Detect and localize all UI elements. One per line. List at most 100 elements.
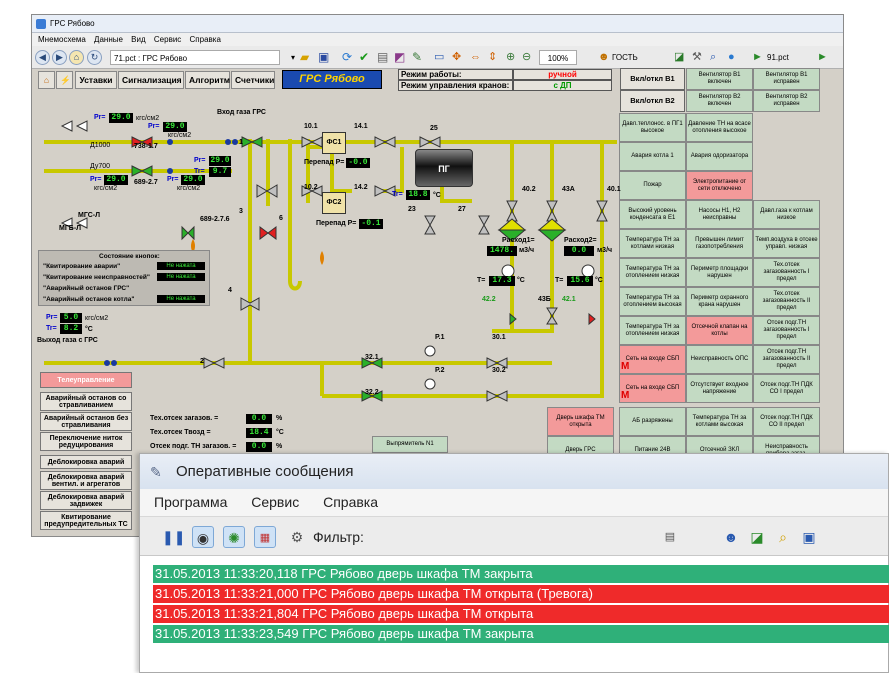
users-icon[interactable]: ☻ <box>723 529 739 545</box>
chart-icon[interactable]: ◩ <box>394 50 406 64</box>
unblock-gates-button[interactable]: Деблокировка аварий задвижек <box>40 491 132 510</box>
valve-27 <box>478 215 490 235</box>
menu-mnemoshema[interactable]: Мнемосхема <box>38 35 86 44</box>
log-icon[interactable]: ▤ <box>664 531 676 543</box>
alarm-cell: Авария одоризатора <box>686 142 753 171</box>
tr-out-label: Tr= <box>46 325 57 332</box>
user-label[interactable]: ГОСТЬ <box>612 53 638 62</box>
menu-service[interactable]: Сервис <box>153 35 182 44</box>
next-icon[interactable]: ► <box>817 51 828 63</box>
message-row[interactable]: 31.05.2013 11:33:21,000 ГРС Рябово дверь… <box>153 585 889 603</box>
graph-icon[interactable]: ◪ <box>674 51 685 63</box>
menu-help[interactable]: Справка <box>323 494 379 510</box>
users-icon[interactable]: ☻ <box>598 51 610 63</box>
chart-icon[interactable]: ◪ <box>750 529 764 545</box>
address-dropdown-icon[interactable]: ▾ <box>290 53 295 62</box>
regulator-p2 <box>424 378 436 390</box>
back-icon[interactable]: ◀ <box>35 50 50 65</box>
menu-data[interactable]: Данные <box>94 35 123 44</box>
alarm-cell: Температура ТН за отоплением низкая <box>619 258 686 287</box>
valve-6 <box>259 226 277 240</box>
pressure-display-2: 29.0 <box>163 122 187 132</box>
save-icon[interactable]: ▣ <box>318 50 330 64</box>
message-row[interactable]: 31.05.2013 11:33:20,118 ГРС Рябово дверь… <box>153 565 889 583</box>
check-icon[interactable]: ✔ <box>359 50 370 64</box>
forward-icon[interactable]: ▶ <box>52 50 67 65</box>
rectifier-cell: Выпрямитель N1 <box>372 436 448 453</box>
messages-title: Оперативные сообщения <box>176 463 354 480</box>
valve-30-1 <box>486 357 508 369</box>
valve-1-label: 1 <box>239 139 243 146</box>
tool-icon[interactable]: ✎ <box>412 50 423 64</box>
valve-30-2 <box>486 390 508 402</box>
message-row[interactable]: 31.05.2013 11:33:21,804 ГРС Рябово дверь… <box>153 605 889 623</box>
telecontrol-button[interactable]: Телеуправление <box>40 372 132 388</box>
print-icon[interactable]: ▤ <box>377 50 389 64</box>
pr-unit: кгс/см2 <box>85 315 109 322</box>
state-label: "Квитирование аварии" <box>43 263 121 270</box>
sync-icon[interactable]: ⟳ <box>342 50 353 64</box>
folder-icon[interactable]: ▰ <box>300 50 310 64</box>
rashod2-unit: м3/ч <box>597 247 613 254</box>
calendar-icon[interactable]: ▦ <box>254 526 276 548</box>
globe-icon[interactable]: ✺ <box>223 526 245 548</box>
home-nav-icon[interactable]: ⌂ <box>38 71 55 89</box>
info-icon[interactable]: ● <box>728 51 735 63</box>
lightning-icon[interactable]: ⚡ <box>56 71 73 89</box>
d1000-label: Д1000 <box>90 142 111 149</box>
settings-tools-icon[interactable]: ⚒ <box>692 51 702 63</box>
t2-display: 15.6 <box>567 276 593 286</box>
emergency-stop-vent-button[interactable]: Аварийный останов со стравливанием <box>40 392 132 411</box>
emergency-stop-novent-button[interactable]: Аварийный останов без стравливания <box>40 412 132 431</box>
valve-738-label: 738-1.7 <box>134 143 158 150</box>
ustavki-button[interactable]: Уставки <box>75 71 117 89</box>
menu-service[interactable]: Сервис <box>251 494 300 510</box>
zoom-select[interactable]: 100% <box>539 50 577 65</box>
te-label: Тех.отсек Твозд = <box>150 429 211 436</box>
rashod2-label: Расход2= <box>564 237 597 244</box>
alarm-cell-active: Отсечной клапан на котлы <box>686 316 753 345</box>
return-pipe <box>322 142 604 398</box>
file-label[interactable]: 91.pct <box>767 53 789 62</box>
pan-icon[interactable]: ⇔ <box>470 51 481 63</box>
menu-help[interactable]: Справка <box>189 35 221 44</box>
sound-icon[interactable]: ◉ <box>192 526 214 548</box>
heat-exchangers <box>497 218 567 242</box>
home-icon[interactable]: ⌂ <box>69 50 84 65</box>
valve-27-label: 27 <box>458 206 466 213</box>
search-icon[interactable]: ⌕ <box>779 529 787 545</box>
zoom-out-icon[interactable]: ⊖ <box>522 51 532 63</box>
alarm-cell: Высокий уровень конденсата в Е1 <box>619 200 686 229</box>
unblock-vent-button[interactable]: Деблокировка аварий вентил. и агрегатов <box>40 471 132 490</box>
search-icon[interactable]: ⌕ <box>710 51 717 63</box>
valve-32-2-label: 32.2 <box>365 389 379 396</box>
run-icon[interactable]: ► <box>752 51 763 63</box>
messages-window: ✎ Оперативные сообщения Программа Сервис… <box>139 453 889 673</box>
window-icon[interactable]: ▣ <box>802 529 816 545</box>
menu-view[interactable]: Вид <box>131 35 146 44</box>
move-icon[interactable]: ✥ <box>452 51 462 63</box>
algorithm-button[interactable]: Алгоритм <box>185 71 230 89</box>
frame-icon[interactable]: ▭ <box>434 51 445 63</box>
vkl-b1-button[interactable]: Вкл/откл В1 <box>620 68 685 90</box>
zoom-in-icon[interactable]: ⊕ <box>506 51 516 63</box>
temp-display-inlet: 9.7 <box>209 167 231 177</box>
message-row[interactable]: 31.05.2013 11:33:23,549 ГРС Рябово дверь… <box>153 625 889 643</box>
settings-icon[interactable]: ⚙ <box>290 529 304 545</box>
switch-lines-button[interactable]: Переключение ниток редуцирования <box>40 432 132 451</box>
pause-icon[interactable]: ❚❚ <box>162 529 186 545</box>
vkl-b2-button[interactable]: Вкл/откл В2 <box>620 90 685 112</box>
counters-button[interactable]: Счетчики <box>231 71 275 89</box>
mgs-label-2: МГБ-Л <box>59 225 82 232</box>
unblock-alarms-button[interactable]: Деблокировка аварий <box>40 455 132 469</box>
window-titlebar: ГРС Рябово <box>32 15 843 33</box>
signalization-button[interactable]: Сигнализация <box>118 71 184 89</box>
valve-4 <box>240 297 260 311</box>
te-label: Отсек подг. ТН загазов. = <box>150 443 237 450</box>
refresh-nav-icon[interactable]: ↻ <box>87 50 102 65</box>
alarm-cell: Пожар <box>619 171 686 200</box>
ack-warnings-button[interactable]: Квитирование предупредительных ТС <box>40 511 132 530</box>
address-field[interactable]: 71.pct : ГРС Рябово <box>110 50 280 65</box>
menu-program[interactable]: Программа <box>154 494 228 510</box>
pan-vertical-icon[interactable]: ⇕ <box>488 51 498 63</box>
